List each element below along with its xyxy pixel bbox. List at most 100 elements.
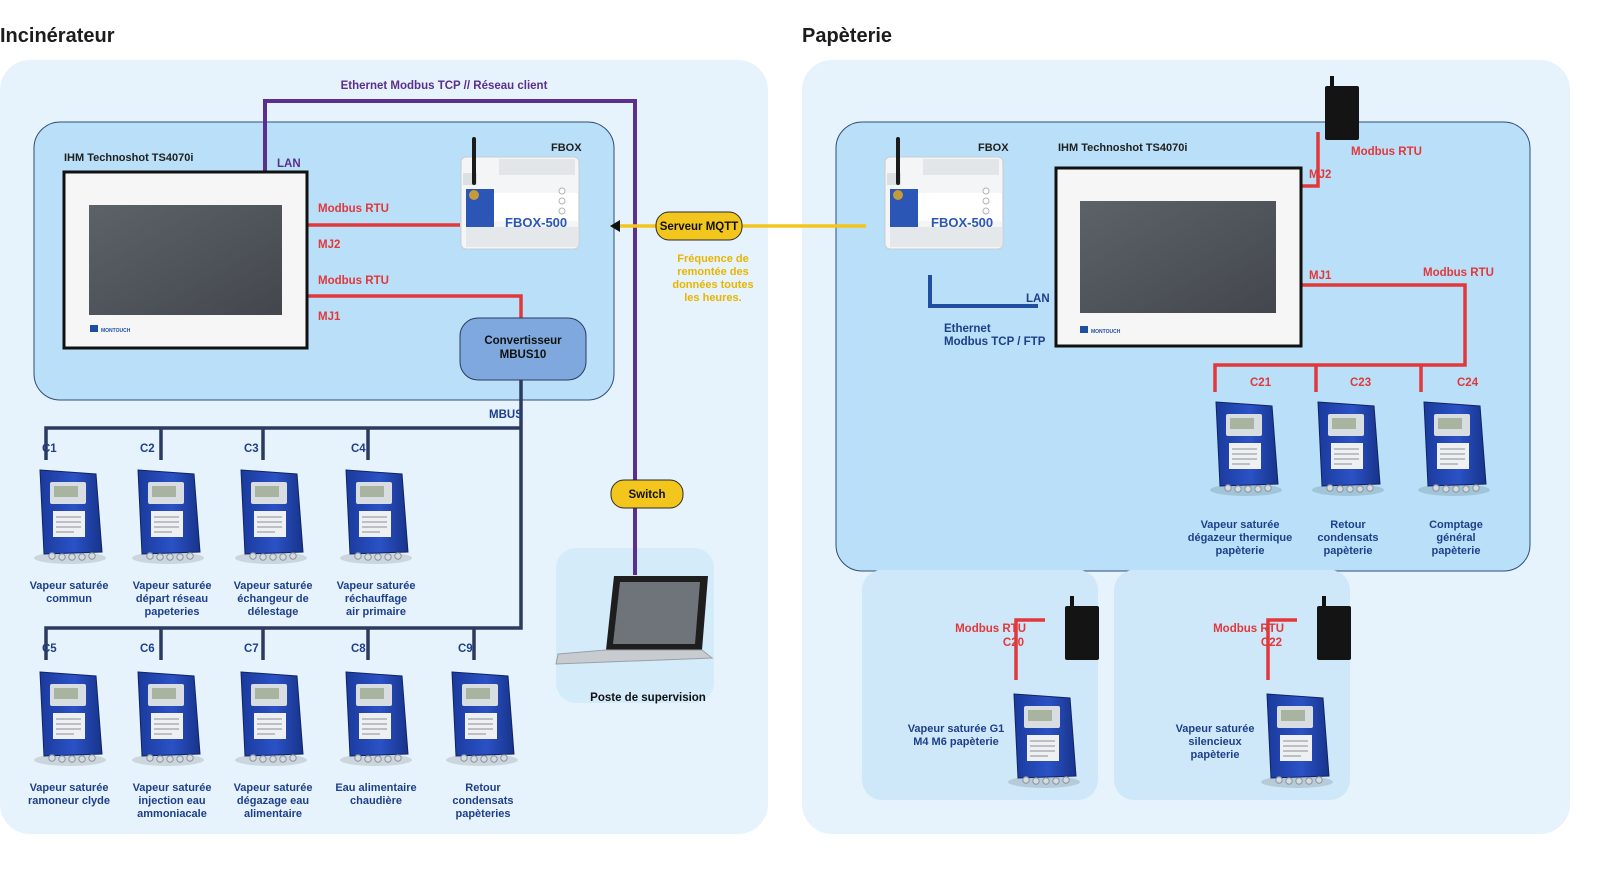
caption-c7-line3: alimentaire	[244, 808, 302, 820]
meter-id-c21: C21	[1250, 377, 1272, 389]
supervision-laptop-icon	[555, 576, 714, 665]
mj2-label-left: MJ2	[318, 239, 340, 251]
lan-label-left: LAN	[277, 158, 301, 170]
hmi-right-brand: MONTOUCH	[1091, 329, 1121, 335]
caption-c1-line1: Vapeur saturée	[30, 580, 109, 592]
caption-c20-line2: M4 M6 papèterie	[913, 736, 999, 748]
modbus-rtu-top-label: Modbus RTU	[1351, 146, 1422, 158]
modbus-rtu-mj1-line	[307, 294, 523, 318]
meter-c24	[1417, 401, 1491, 497]
supervision-label: Poste de supervision	[590, 692, 706, 704]
caption-c3-line2: échangeur de	[237, 593, 309, 605]
meter-c22	[1260, 693, 1334, 789]
caption-c8-line1: Eau alimentaire	[335, 782, 416, 794]
meter-c7	[234, 671, 308, 767]
ethernet-ftp-line	[928, 275, 1038, 308]
mj1-label-left: MJ1	[318, 311, 341, 323]
frequency-line1: Fréquence de	[677, 253, 749, 265]
caption-c24-line2: général	[1436, 532, 1475, 544]
meter-id-c7: C7	[244, 643, 259, 655]
caption-c21-line3: papèterie	[1216, 545, 1265, 557]
fbox-left-label: FBOX	[551, 142, 582, 154]
caption-c8-line2: chaudière	[350, 795, 402, 807]
caption-c6-line3: ammoniacale	[137, 808, 207, 820]
ethernet-ftp-label-line1: Ethernet	[944, 323, 991, 335]
mj2-label-right: MJ2	[1309, 169, 1331, 181]
meter-c23	[1311, 401, 1385, 497]
caption-c22-line2: silencieux	[1188, 736, 1242, 748]
meter-id-c5: C5	[42, 643, 57, 655]
caption-c7-line2: dégazage eau	[237, 795, 309, 807]
hmi-right-label: IHM Technoshot TS4070i	[1058, 142, 1187, 154]
caption-c9-line3: papèteries	[455, 808, 510, 820]
hmi-right-logo-icon	[1080, 326, 1088, 333]
caption-c23-line3: papèterie	[1324, 545, 1373, 557]
caption-c5-line1: Vapeur saturée	[30, 782, 109, 794]
zone-title-incinerateur: Incinérateur	[0, 25, 115, 47]
modbus-rtu-mj1-label: Modbus RTU	[1423, 267, 1494, 279]
ethernet-ftp-label-line2: Modbus TCP / FTP	[944, 336, 1046, 348]
caption-c23-line1: Retour	[1330, 519, 1366, 531]
modbus-rtu-c20-label: Modbus RTU	[955, 623, 1026, 635]
caption-c5-line2: ramoneur clyde	[28, 795, 110, 807]
caption-c2-line1: Vapeur saturée	[133, 580, 212, 592]
meter-id-c9: C9	[458, 643, 473, 655]
caption-c3-line3: délestage	[248, 606, 299, 618]
ethernet-client-label: Ethernet Modbus TCP // Réseau client	[341, 80, 548, 92]
mqtt-server-label: Serveur MQTT	[660, 221, 739, 233]
frequency-line2: remontée des	[677, 266, 749, 278]
meter-id-c20: C20	[1003, 637, 1024, 649]
hmi-left-logo-icon	[90, 325, 98, 332]
modbus-rtu-label-1: Modbus RTU	[318, 203, 389, 215]
mbus-label: MBUS	[489, 409, 523, 421]
fbox-right-model: FBOX-500	[931, 215, 993, 230]
modbus-rtu-mj1-right-line	[1213, 283, 1467, 392]
caption-c6-line2: injection eau	[138, 795, 205, 807]
caption-c24-line1: Comptage	[1429, 519, 1483, 531]
frequency-line3: données toutes	[672, 279, 753, 291]
mj1-label-right: MJ1	[1309, 270, 1332, 282]
caption-c23-line2: condensats	[1317, 532, 1378, 544]
meter-id-c23: C23	[1350, 377, 1371, 389]
modbus-rtu-label-2: Modbus RTU	[318, 275, 389, 287]
caption-c2-line2: départ réseau	[136, 593, 208, 605]
meter-c20	[1007, 693, 1081, 789]
caption-c9-line1: Retour	[465, 782, 501, 794]
meter-c8	[339, 671, 413, 767]
caption-c7-line1: Vapeur saturée	[234, 782, 313, 794]
hmi-left-label: IHM Technoshot TS4070i	[64, 152, 193, 164]
modbus-rtu-c22-line	[1266, 618, 1297, 680]
caption-c3-line1: Vapeur saturée	[234, 580, 313, 592]
lan-label-right: LAN	[1026, 293, 1050, 305]
mbus-converter	[459, 317, 587, 381]
switch-label: Switch	[628, 489, 665, 501]
meter-c5	[33, 671, 107, 767]
meter-c1	[33, 469, 107, 565]
meter-id-c2: C2	[140, 443, 155, 455]
caption-c21-line1: Vapeur saturée	[1201, 519, 1280, 531]
meter-c4	[339, 469, 413, 565]
caption-c20-line1: Vapeur saturée G1	[908, 723, 1005, 735]
mbus-bus-line	[44, 380, 523, 660]
zone-title-papeterie: Papèterie	[802, 25, 892, 47]
fbox-left-model: FBOX-500	[505, 215, 567, 230]
caption-c2-line3: papeteries	[144, 606, 199, 618]
mqtt-arrow-icon	[610, 220, 620, 232]
meter-c6	[131, 671, 205, 767]
caption-c22-line1: Vapeur saturée	[1176, 723, 1255, 735]
caption-c22-line3: papèterie	[1191, 749, 1240, 761]
hmi-left-screen	[89, 205, 282, 315]
mqtt-server	[655, 211, 743, 241]
meter-id-c22: C22	[1261, 637, 1282, 649]
caption-c4-line3: air primaire	[346, 606, 406, 618]
meter-c3	[234, 469, 308, 565]
frequency-line4: les heures.	[684, 292, 741, 304]
ethernet-client-line	[263, 99, 637, 575]
meter-id-c24: C24	[1457, 377, 1479, 389]
meter-c9	[445, 671, 519, 767]
meter-c21	[1209, 401, 1283, 497]
meter-id-c4: C4	[351, 443, 366, 455]
caption-c9-line2: condensats	[452, 795, 513, 807]
modbus-rtu-c22-label: Modbus RTU	[1213, 623, 1284, 635]
